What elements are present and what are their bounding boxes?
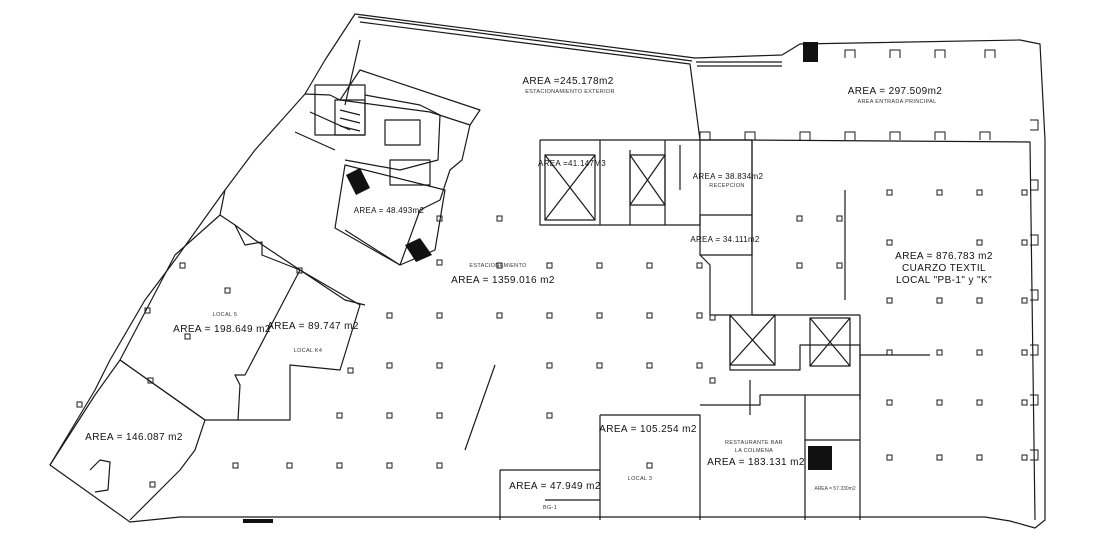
elevator-area: AREA =41.147M3 [537, 159, 607, 168]
main-entrance-name: AREA ENTRADA PRINCIPAL [857, 99, 937, 105]
local-k4-area: AREA = 89.747 m2 [267, 321, 359, 332]
reception-name: RECEPCION [709, 183, 745, 189]
building-outline [49, 13, 1046, 529]
wall-dark-fills [243, 42, 832, 523]
exterior-parking-name: ESTACIONAMIENTO EXTERIOR [525, 89, 615, 95]
bg1-area: AREA = 47.949 m2 [509, 481, 601, 492]
corner-store-area: AREA = 146.087 m2 [85, 432, 183, 443]
main-entrance-area: AREA = 297.509m2 [847, 86, 943, 97]
exterior-parking-area: AREA =245.178m2 [522, 76, 614, 87]
restaurant-area: AREA = 183.131 m2 [707, 457, 805, 468]
facade-pilasters [699, 49, 1039, 461]
parking-area: AREA = 1359.016 m2 [451, 275, 555, 286]
local-3-name: LOCAL 3 [627, 476, 653, 482]
stairs-core-area: AREA = 48.493m2 [353, 206, 425, 215]
local-5-name: LOCAL 5 [212, 312, 238, 318]
bg1-name: BG-1 [542, 505, 558, 511]
local-3-area: AREA = 105.254 m2 [599, 424, 697, 435]
restaurant-subname: LA COLMENA [734, 448, 774, 454]
textile-store-name: CUARZO TEXTIL [902, 263, 986, 274]
restaurant-name: RESTAURANTE BAR [725, 440, 783, 446]
parking-name: ESTACIONAMIENTO [469, 263, 527, 269]
local-5-area: AREA = 198.649 m2 [173, 324, 271, 335]
structural-columns [76, 189, 1028, 488]
textile-store-local: LOCAL "PB-1" y "K" [895, 275, 993, 286]
outer-wall [49, 13, 1046, 529]
local-k4-name: LOCAL K4 [293, 348, 323, 354]
textile-store-area: AREA = 876.783 m2 [895, 251, 993, 262]
hall-area: AREA = 34.111m2 [690, 235, 760, 244]
small-bath-area: AREA = 57.330m2 [814, 486, 856, 492]
reception-area: AREA = 38.834m2 [692, 172, 764, 181]
